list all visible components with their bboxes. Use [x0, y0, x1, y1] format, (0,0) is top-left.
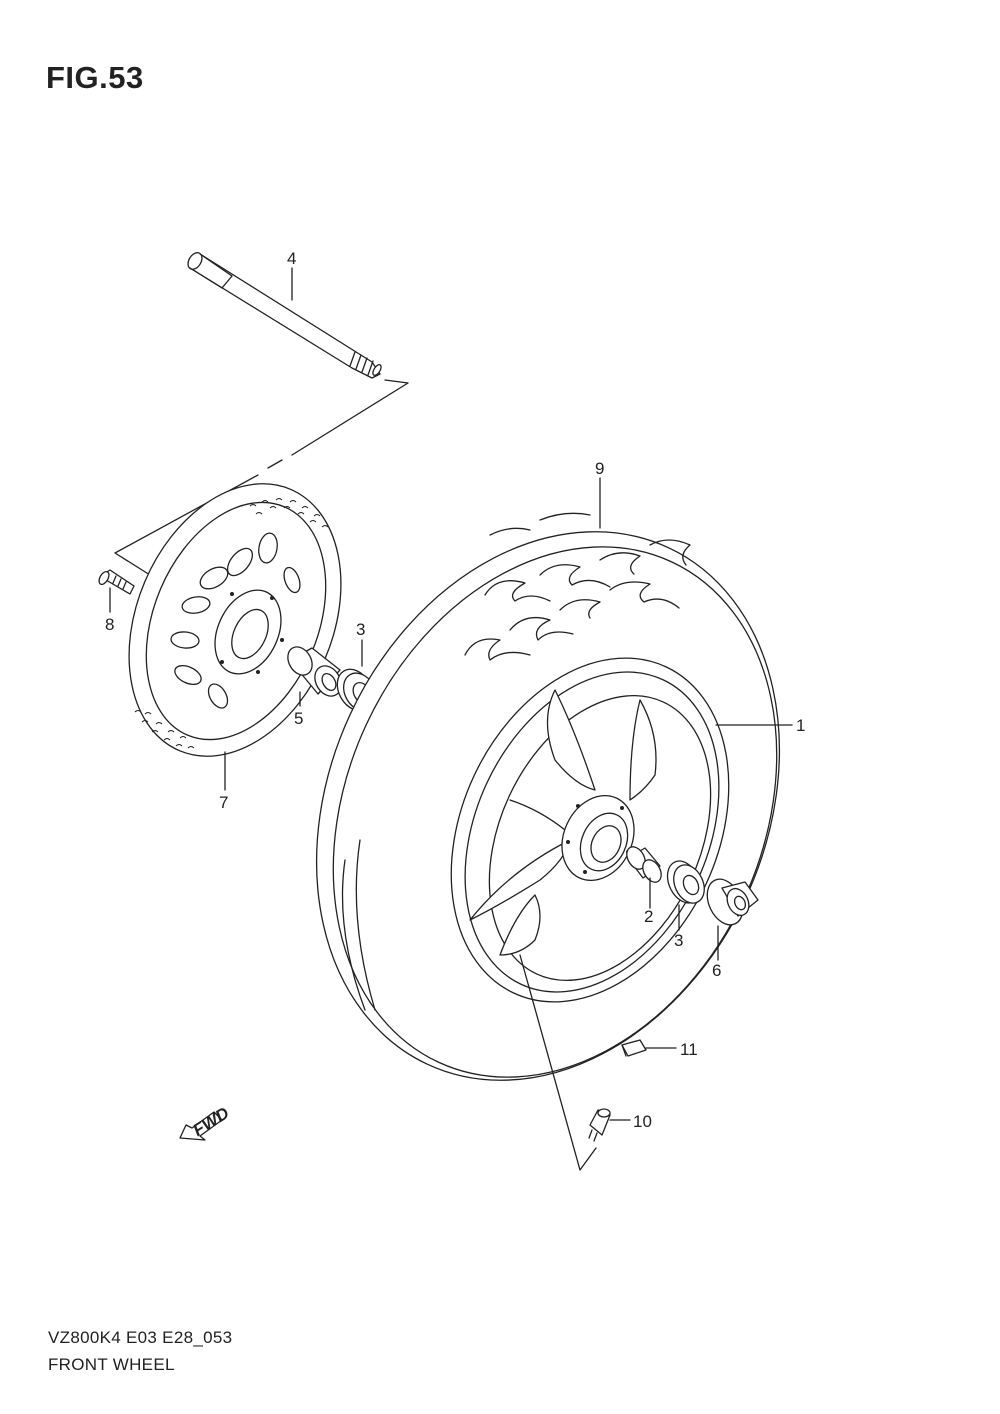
callout-8: 8 — [105, 615, 114, 634]
callout-3-right: 3 — [674, 931, 683, 950]
fwd-arrow-icon: FWD — [179, 1103, 233, 1141]
valve[interactable] — [588, 1108, 611, 1142]
balance-weight[interactable] — [621, 1039, 647, 1057]
axle-leader — [291, 379, 409, 456]
figure-title: FIG.53 — [46, 60, 144, 95]
callout-3-left: 3 — [356, 620, 365, 639]
callout-4: 4 — [287, 249, 296, 268]
callout-2: 2 — [644, 907, 653, 926]
fwd-label: FWD — [190, 1103, 233, 1140]
callout-6: 6 — [712, 961, 721, 980]
spacer[interactable] — [623, 844, 665, 886]
model-code: VZ800K4 E03 E28_053 — [48, 1328, 233, 1347]
callout-11: 11 — [680, 1040, 698, 1059]
dust-seal[interactable] — [700, 873, 759, 930]
leader-lines — [109, 267, 793, 1171]
callout-9: 9 — [595, 459, 604, 478]
figure-caption: FRONT WHEEL — [48, 1355, 175, 1374]
callout-1: 1 — [796, 716, 805, 735]
callout-5: 5 — [294, 709, 303, 728]
disc-drill-holes — [134, 498, 329, 749]
axle[interactable] — [185, 250, 383, 379]
callout-7: 7 — [219, 793, 228, 812]
brake-disc[interactable] — [89, 451, 380, 789]
wheel[interactable] — [398, 613, 782, 1047]
callout-10: 10 — [633, 1112, 652, 1131]
bearing-right[interactable] — [661, 856, 710, 909]
spacer-left[interactable] — [283, 643, 346, 701]
disc-bolt[interactable] — [97, 569, 135, 595]
